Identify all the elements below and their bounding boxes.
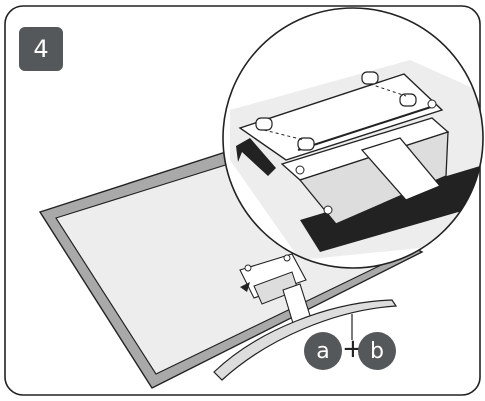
insert-direction-arrow-icon — [236, 138, 276, 176]
magnified-detail — [222, 7, 484, 269]
callout-label-b: b — [358, 332, 396, 370]
callout-label-a: a — [304, 332, 342, 370]
step-number-badge: 4 — [19, 27, 63, 71]
stand-base — [213, 299, 398, 381]
